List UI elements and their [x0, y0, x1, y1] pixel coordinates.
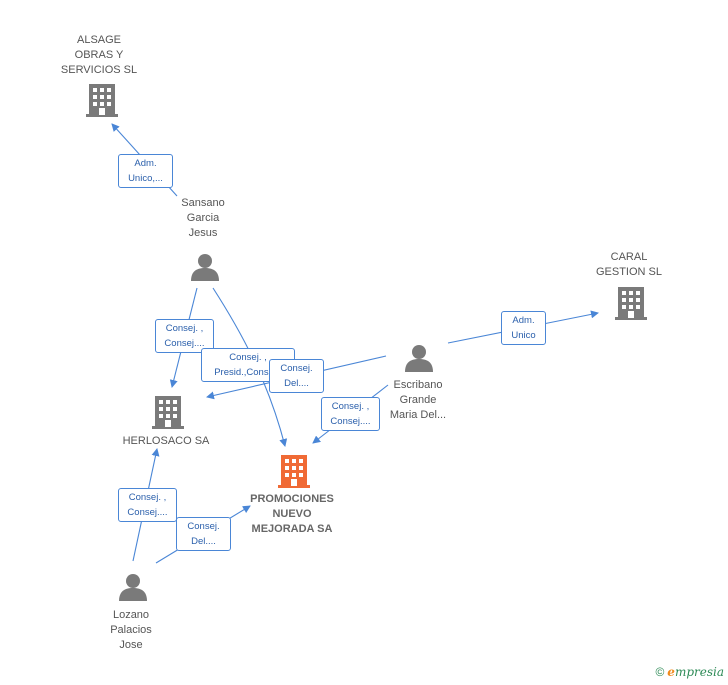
node-label-line: ALSAGE — [76, 34, 122, 46]
role-text: Unico,... — [128, 173, 163, 184]
person-icon-lozano[interactable] — [119, 574, 147, 601]
node-label-alsage[interactable]: ALSAGE OBRAS Y SERVICIOS SL — [34, 33, 164, 78]
role-text: Consej.... — [330, 416, 371, 427]
role-box-sansano-herlosaco[interactable]: Consej. , Consej.... — [155, 319, 214, 353]
node-label-caral[interactable]: CARAL GESTION SL — [564, 250, 694, 280]
person-icon-escribano[interactable] — [405, 345, 433, 372]
role-box-sansano-alsage[interactable]: Adm. Unico,... — [118, 154, 173, 188]
node-label-line: Maria Del... — [389, 409, 447, 421]
role-box-escribano-herlosaco[interactable]: Consej. Del.... — [269, 359, 324, 393]
role-text: Unico — [511, 330, 536, 341]
brand-name: mpresia — [674, 665, 724, 679]
node-label-line: Garcia — [186, 212, 220, 224]
brand-e: e — [667, 665, 675, 679]
node-label-lozano[interactable]: Lozano Palacios Jose — [66, 608, 196, 653]
role-text: Consej. , — [165, 323, 204, 334]
role-box-lozano-herlosaco[interactable]: Consej. , Consej.... — [118, 488, 177, 522]
node-label-herlosaco[interactable]: HERLOSACO SA — [101, 434, 231, 449]
empresia-credit[interactable]: ©empresia — [655, 665, 724, 679]
building-icon-caral[interactable] — [615, 287, 647, 320]
role-text: Del.... — [191, 536, 216, 547]
node-label-line: Lozano — [112, 609, 150, 621]
node-label-line: Palacios — [110, 624, 152, 636]
building-icon-promociones[interactable] — [278, 455, 310, 488]
building-icon-alsage[interactable] — [86, 84, 118, 117]
role-text: Consej.... — [127, 507, 168, 518]
node-label-line: SERVICIOS SL — [60, 64, 138, 76]
role-text: Consej. — [280, 363, 313, 374]
role-text: Consej. — [187, 521, 220, 532]
node-label-escribano[interactable]: Escribano Grande Maria Del... — [353, 378, 483, 423]
node-label-line: OBRAS Y — [74, 49, 124, 61]
role-box-lozano-promociones[interactable]: Consej. Del.... — [176, 517, 231, 551]
role-text: Presid.,Conse... — [214, 367, 282, 378]
node-label-line: Jesus — [188, 227, 218, 239]
role-text: Consej. , — [331, 401, 370, 412]
node-label-line: Escribano — [393, 379, 443, 391]
node-label-line: MEJORADA SA — [251, 523, 333, 535]
node-label-line: GESTION SL — [595, 266, 663, 278]
node-label-line: Jose — [119, 639, 143, 651]
node-label-line: NUEVO — [272, 508, 312, 520]
role-text: Consej.... — [164, 338, 205, 349]
node-label-line: PROMOCIONES — [250, 493, 334, 505]
node-label-line: CARAL — [610, 251, 648, 263]
node-label-line: Grande — [399, 394, 437, 406]
role-text: Adm. — [512, 315, 535, 326]
role-text: Consej. , — [229, 352, 267, 363]
node-label-promociones[interactable]: PROMOCIONES NUEVO MEJORADA SA — [227, 492, 357, 537]
node-label-sansano[interactable]: Sansano Garcia Jesus — [138, 196, 268, 241]
role-box-escribano-caral[interactable]: Adm. Unico — [501, 311, 546, 345]
person-icon-sansano[interactable] — [191, 254, 219, 281]
building-icon-herlosaco[interactable] — [152, 396, 184, 429]
role-text: Del.... — [284, 378, 309, 389]
role-text: Consej. , — [128, 492, 167, 503]
role-box-escribano-promociones[interactable]: Consej. , Consej.... — [321, 397, 380, 431]
node-label-line: HERLOSACO SA — [122, 435, 210, 447]
node-label-line: Sansano — [181, 197, 225, 209]
role-text: Adm. — [134, 158, 157, 169]
copyright-icon: © — [655, 665, 665, 679]
